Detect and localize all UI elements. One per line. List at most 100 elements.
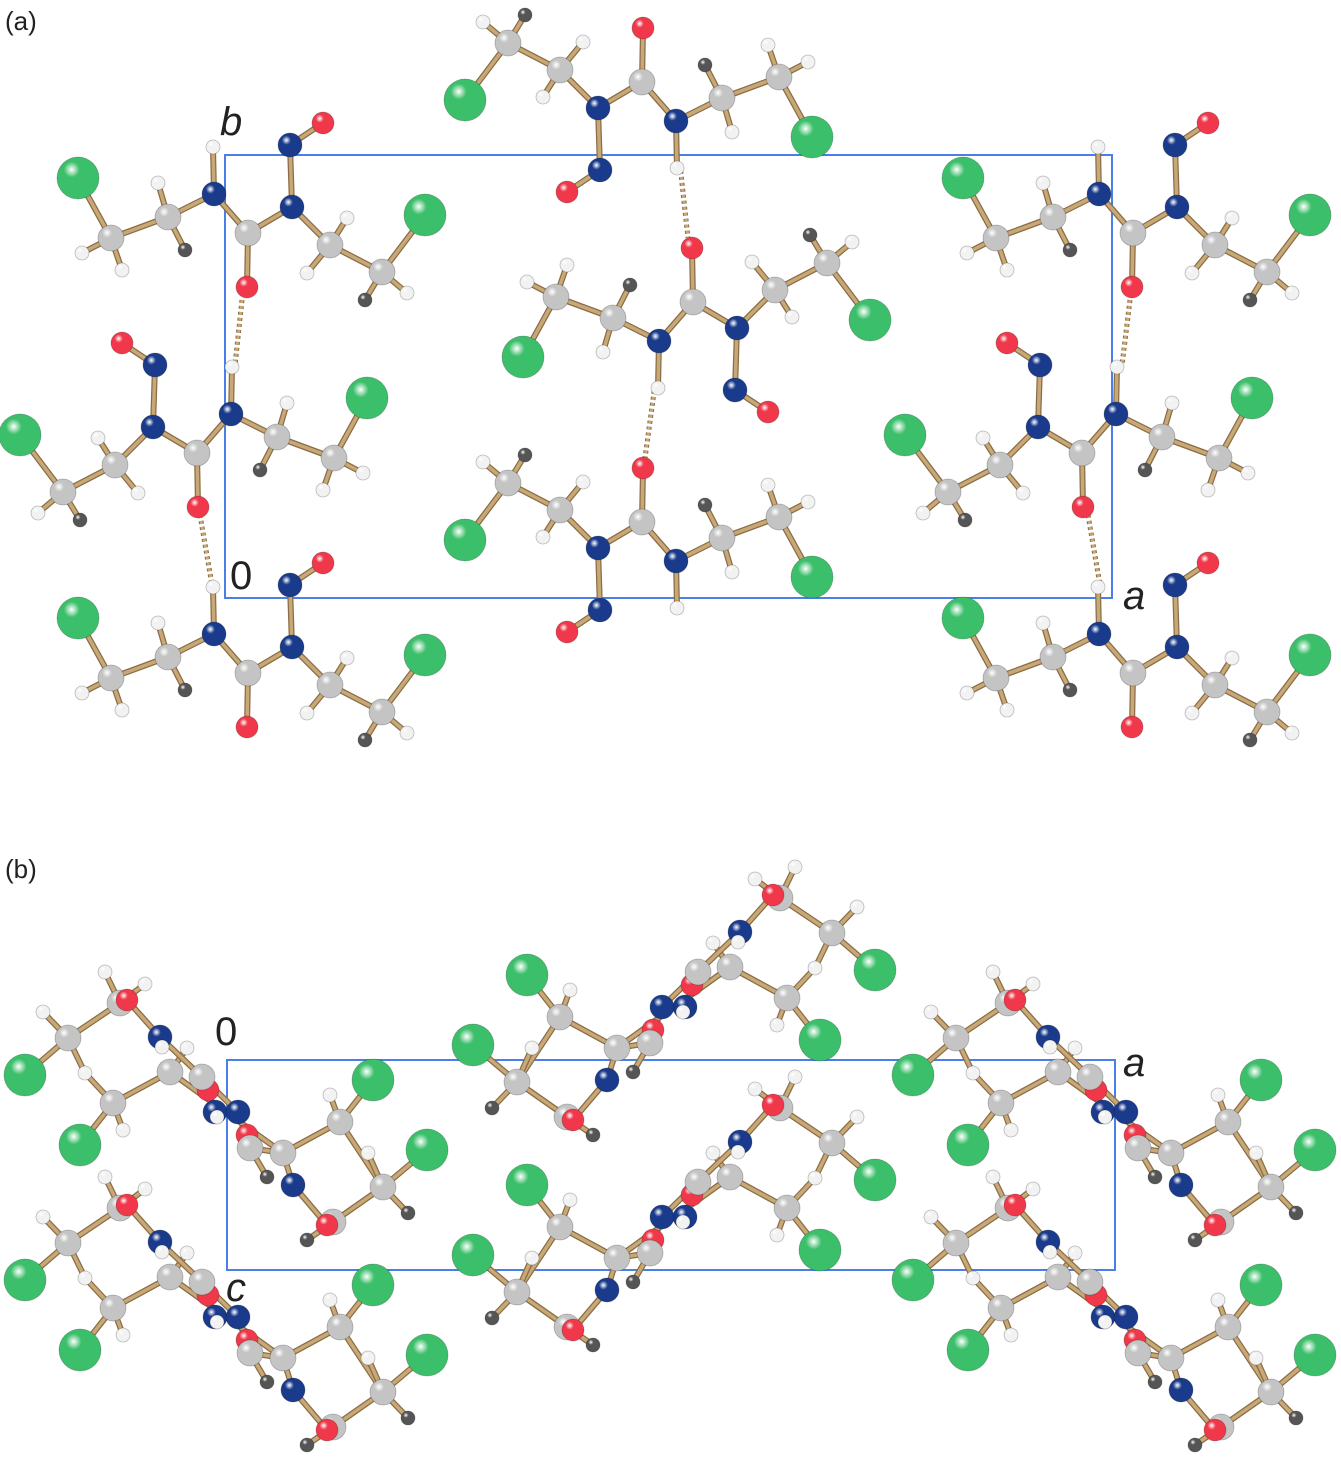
atom-oxygen	[756, 400, 780, 424]
atom-chlorine	[351, 1058, 395, 1102]
atom-chlorine	[505, 953, 549, 997]
atom-carbon	[813, 249, 841, 277]
atom-hydrogen_dark	[517, 447, 533, 463]
atom-carbon	[773, 1194, 801, 1222]
atom-chlorine	[941, 596, 985, 640]
atom-carbon	[982, 224, 1010, 252]
atom-nitrogen	[594, 1067, 620, 1093]
atom-hydrogen	[1035, 175, 1051, 191]
atom-hydrogen	[1090, 139, 1106, 155]
atom-carbon	[546, 56, 574, 84]
atom-hydrogen	[1210, 1087, 1226, 1103]
atom-oxygen	[680, 236, 704, 260]
atom-oxygen	[555, 620, 579, 644]
atom-carbon	[1148, 423, 1176, 451]
atom-carbon	[154, 203, 182, 231]
atom-carbon	[316, 671, 344, 699]
atom-hydrogen	[1097, 1109, 1113, 1125]
atom-oxygen	[1203, 1213, 1227, 1237]
atom-hydrogen	[985, 1169, 1001, 1185]
atom-hydrogen_dark	[802, 227, 818, 243]
atom-hydrogen_dark	[622, 277, 638, 293]
atom-hydrogen	[787, 1069, 803, 1085]
atom-nitrogen	[594, 1277, 620, 1303]
atom-carbon	[54, 1024, 82, 1052]
atom-carbon	[818, 919, 846, 947]
atom-carbon	[1039, 643, 1067, 671]
atom-hydrogen	[669, 600, 685, 616]
atom-carbon	[599, 304, 627, 332]
atom-chlorine	[451, 1233, 495, 1277]
atom-hydrogen	[999, 262, 1015, 278]
molecule	[891, 964, 1337, 1248]
atom-oxygen	[1120, 715, 1144, 739]
atom-hydrogen	[1097, 1314, 1113, 1330]
atom-chlorine	[405, 1333, 449, 1377]
atom-hydrogen	[137, 976, 153, 992]
atom-chlorine	[891, 1258, 935, 1302]
atom-carbon	[1201, 231, 1229, 259]
molecule	[501, 227, 892, 424]
atom-chlorine	[451, 1023, 495, 1067]
hydrogen-bond	[678, 164, 690, 239]
atom-hydrogen	[77, 1065, 93, 1081]
atom-carbon	[188, 1063, 216, 1091]
atom-chlorine	[1293, 1333, 1337, 1377]
atom-hydrogen	[562, 1192, 578, 1208]
atom-oxygen	[115, 1193, 139, 1217]
atom-nitrogen	[1164, 634, 1190, 660]
atom-hydrogen_dark	[1137, 462, 1153, 478]
atom-carbon	[942, 1229, 970, 1257]
atom-oxygen	[315, 1418, 339, 1442]
atom-carbon	[49, 478, 77, 506]
atom-hydrogen	[1164, 395, 1180, 411]
atom-hydrogen	[760, 477, 776, 493]
atom-hydrogen	[209, 1109, 225, 1125]
atom-nitrogen	[225, 1304, 251, 1330]
atom-chlorine	[405, 1128, 449, 1172]
atom-carbon	[684, 958, 712, 986]
molecule	[883, 331, 1274, 528]
atom-chlorine	[790, 555, 834, 599]
atom-hydrogen	[154, 1244, 170, 1260]
atom-nitrogen	[1025, 414, 1051, 440]
atom-chlorine	[56, 596, 100, 640]
atom-carbon	[1076, 1063, 1104, 1091]
atom-carbon	[154, 643, 182, 671]
atom-carbon	[684, 1168, 712, 1196]
atom-hydrogen	[807, 960, 823, 976]
atom-chlorine	[848, 298, 892, 342]
atom-nitrogen	[1162, 132, 1188, 158]
axis-a-label: a	[1123, 574, 1146, 618]
atom-carbon	[987, 1089, 1015, 1117]
atom-hydrogen	[339, 650, 355, 666]
atom-oxygen	[761, 1093, 785, 1117]
atom-nitrogen	[1164, 194, 1190, 220]
atom-hydrogen	[1210, 1292, 1226, 1308]
atom-nitrogen	[649, 994, 675, 1020]
atom-oxygen	[561, 1108, 585, 1132]
atom-hydrogen_dark	[177, 682, 193, 698]
atom-hydrogen	[1184, 265, 1200, 281]
atom-carbon	[628, 508, 656, 536]
atom-hydrogen	[30, 505, 46, 521]
atom-hydrogen	[744, 254, 760, 270]
atom-carbon	[503, 1068, 531, 1096]
atom-hydrogen	[1248, 1350, 1264, 1366]
molecule	[941, 111, 1332, 308]
atom-nitrogen	[722, 377, 748, 403]
atom-oxygen	[235, 715, 259, 739]
atom-carbon	[765, 503, 793, 531]
atom-chlorine	[351, 1263, 395, 1307]
atom-carbon	[234, 659, 262, 687]
atom-hydrogen_dark	[585, 1127, 601, 1143]
atom-carbon	[603, 1244, 631, 1272]
atom-hydrogen	[844, 234, 860, 250]
atom-hydrogen_dark	[259, 1169, 275, 1185]
atom-hydrogen	[209, 1314, 225, 1330]
hydrogen-bond	[643, 384, 657, 459]
atom-oxygen	[311, 111, 335, 135]
atom-hydrogen	[1224, 210, 1240, 226]
